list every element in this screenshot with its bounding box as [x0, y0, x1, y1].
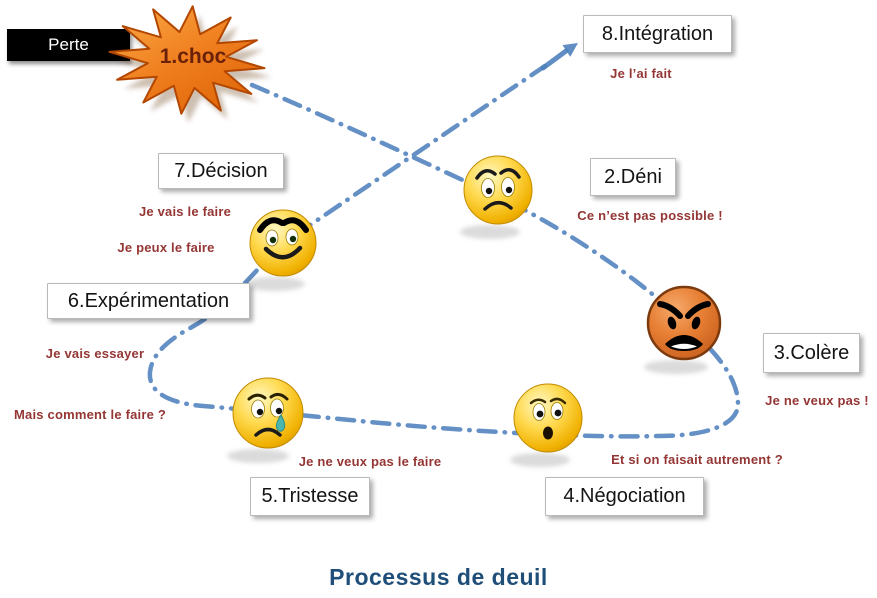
perte-label-box: Perte — [7, 29, 130, 61]
quote-decision-1: Je vais le faire — [138, 204, 232, 219]
quote-integration: Je l’ai fait — [610, 66, 672, 81]
surprised-face-icon — [510, 383, 583, 467]
angry-face-icon — [644, 285, 722, 374]
quote-experimentation-1: Je vais essayer — [45, 346, 145, 361]
quote-deni: Ce n’est pas possible ! — [577, 208, 723, 223]
perte-label: Perte — [48, 35, 89, 54]
stage-box-tristesse: 5.Tristesse — [250, 477, 370, 516]
arrow-head-icon — [540, 43, 578, 71]
stage-box-deni: 2.Déni — [590, 158, 676, 196]
stage-label-choc: 1.choc — [159, 45, 227, 68]
stage-box-colere: 3.Colère — [763, 333, 860, 373]
happy-face-icon — [245, 209, 317, 291]
grief-curve — [147, 63, 741, 439]
diagram-title: Processus de deuil — [329, 564, 548, 590]
quote-tristesse: Je ne veux pas le faire — [298, 454, 442, 469]
worried-face-icon — [460, 155, 533, 239]
stage-box-negociation: 4.Négociation — [545, 477, 704, 516]
quote-experimentation-2: Mais comment le faire ? — [14, 407, 166, 422]
stage-box-decision: 7.Décision — [158, 153, 284, 189]
stage-box-integration: 8.Intégration — [583, 15, 732, 53]
quote-negociation: Et si on faisait autrement ? — [611, 452, 783, 467]
stage-box-experimentation: 6.Expérimentation — [47, 283, 250, 319]
sad-crying-face-icon — [227, 377, 304, 463]
quote-colere: Je ne veux pas ! — [765, 393, 869, 408]
quote-decision-2: Je peux le faire — [117, 240, 215, 255]
